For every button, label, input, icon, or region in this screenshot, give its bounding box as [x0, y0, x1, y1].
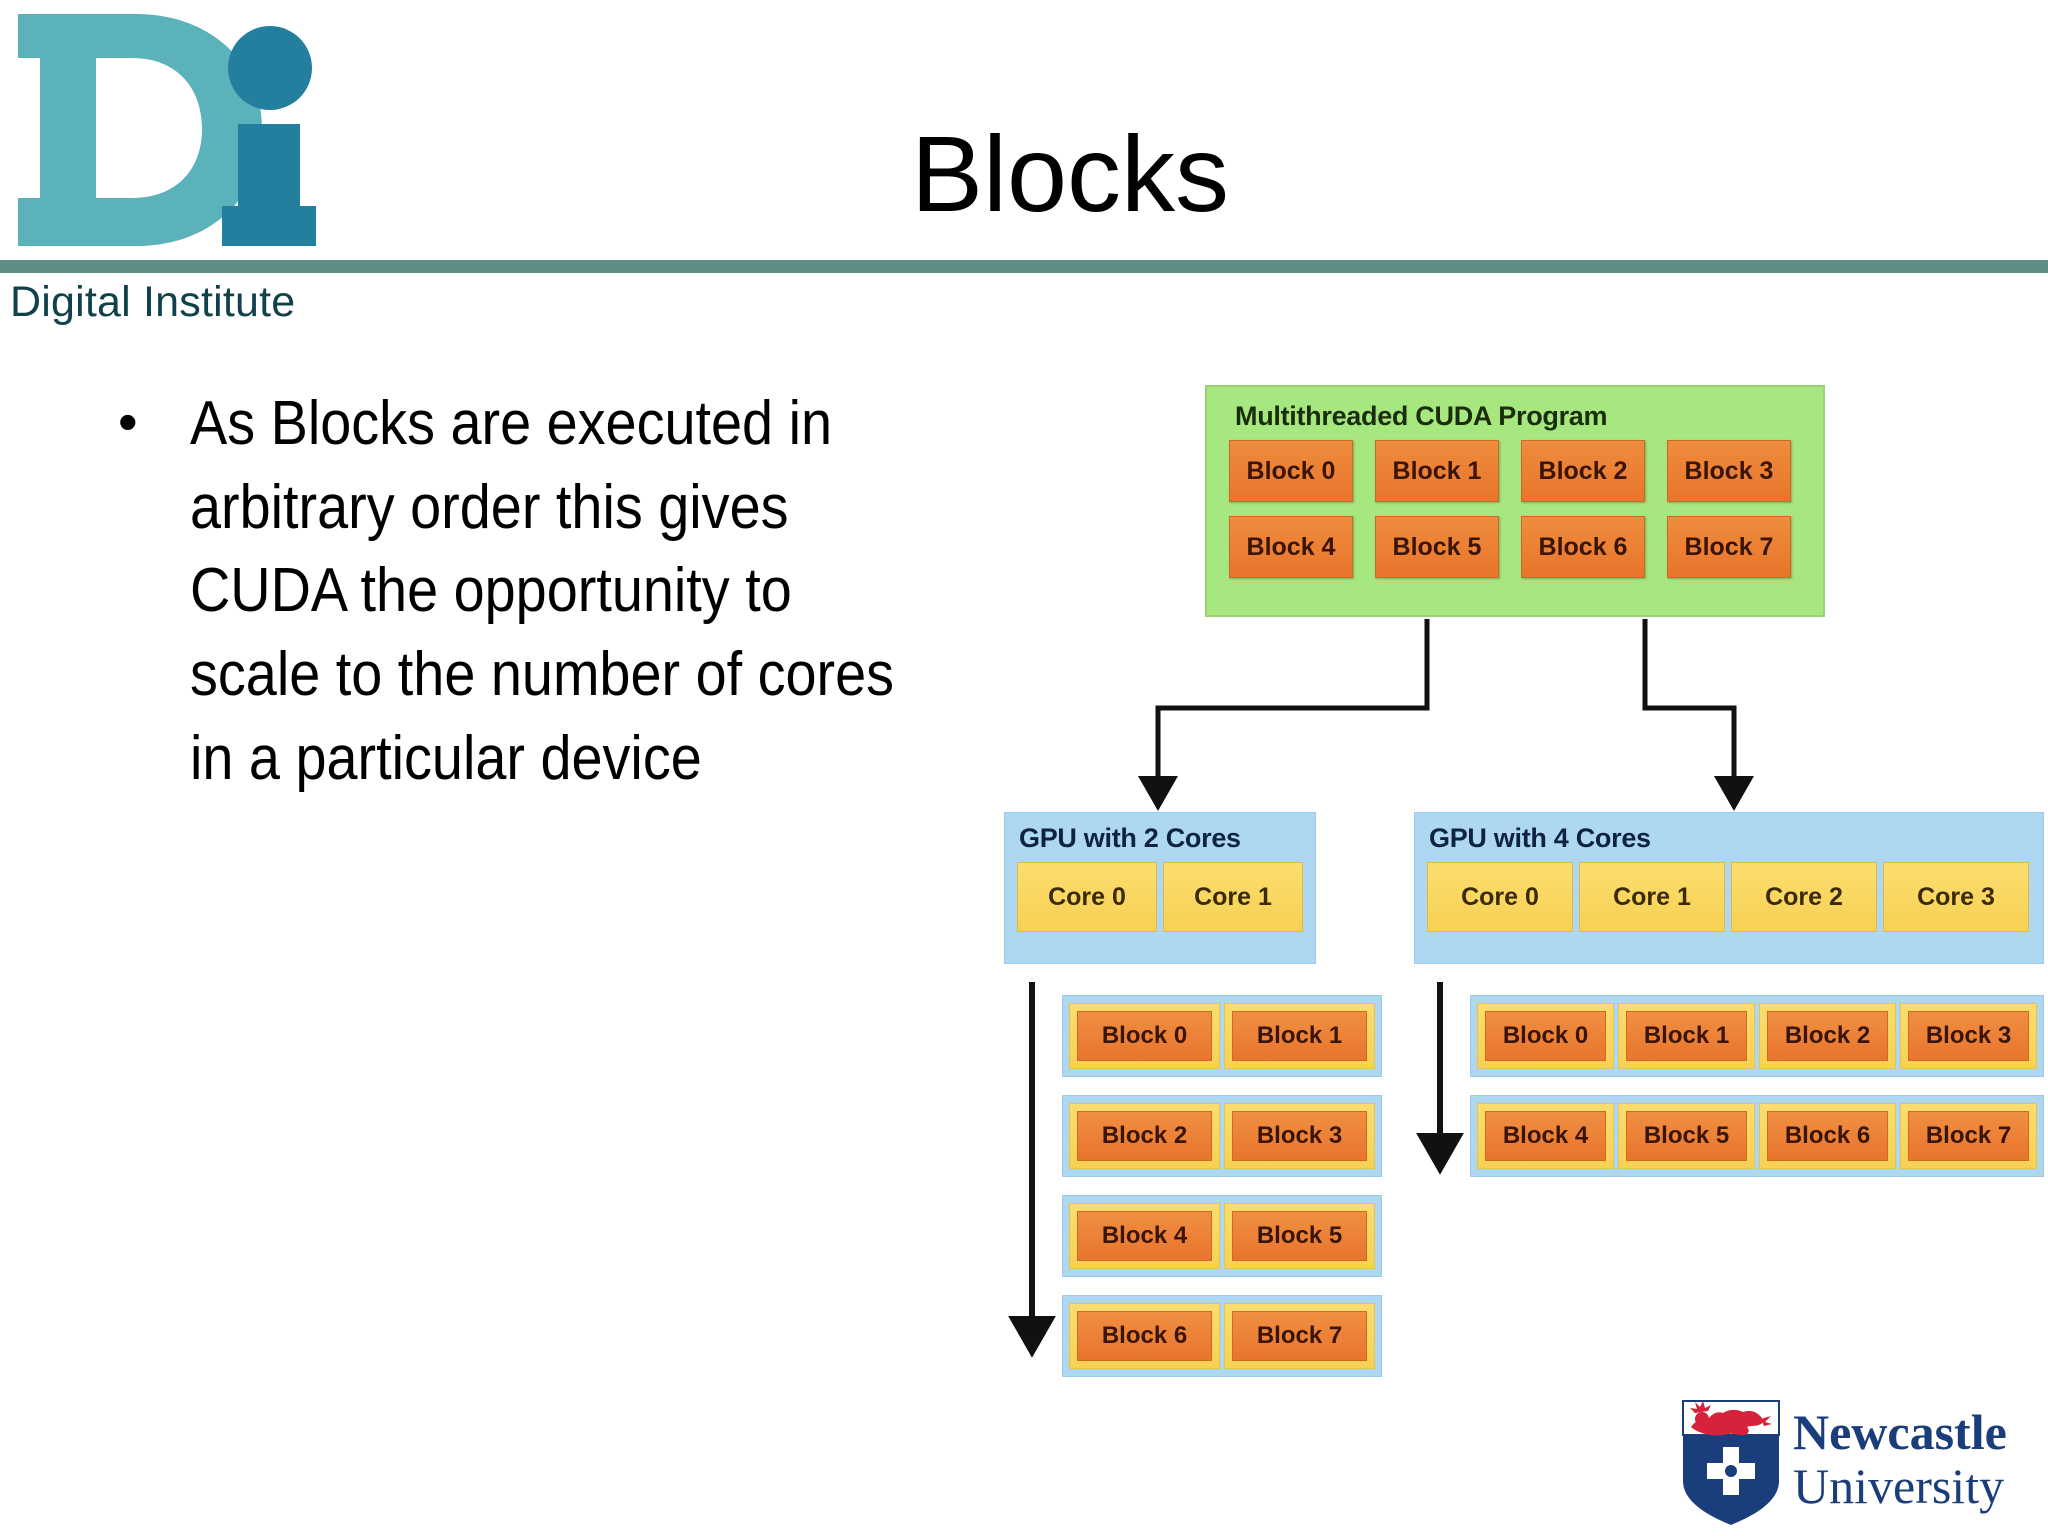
queue-block: Block 7: [1224, 1303, 1375, 1369]
program-block: Block 4: [1229, 516, 1353, 578]
queue-block: Block 1: [1224, 1003, 1375, 1069]
queue-block-label: Block 1: [1232, 1011, 1367, 1061]
queue-block-label: Block 5: [1232, 1211, 1367, 1261]
digital-institute-logo: [8, 6, 338, 261]
gpu4-queue-row: Block 0 Block 1 Block 2 Block 3: [1470, 995, 2044, 1077]
gpu-4-cores-panel: GPU with 4 Cores Core 0 Core 1 Core 2 Co…: [1414, 812, 2044, 964]
gpu-2-cores-title: GPU with 2 Cores: [1019, 823, 1241, 853]
queue-block: Block 4: [1069, 1203, 1220, 1269]
program-block: Block 7: [1667, 516, 1791, 578]
gpu-2-cores-panel: GPU with 2 Cores Core 0 Core 1: [1004, 812, 1316, 964]
newcastle-university-logo: Newcastle University: [1675, 1393, 2040, 1528]
queue-block: Block 2: [1069, 1103, 1220, 1169]
queue-block-label: Block 5: [1626, 1111, 1747, 1161]
gpu4-queue-row: Block 4 Block 5 Block 6 Block 7: [1470, 1095, 2044, 1177]
queue-block: Block 1: [1618, 1003, 1755, 1069]
queue-block: Block 4: [1477, 1103, 1614, 1169]
connector-to-gpu4-arrow: [1642, 619, 1754, 811]
page-title: Blocks: [910, 113, 1230, 234]
program-block: Block 0: [1229, 440, 1353, 502]
program-block: Block 1: [1375, 440, 1499, 502]
program-block: Block 3: [1667, 440, 1791, 502]
core-cell: Core 0: [1017, 862, 1157, 932]
connector-to-gpu2-arrow: [1138, 619, 1430, 811]
core-cell: Core 1: [1163, 862, 1303, 932]
bullet-text: As Blocks are executed in arbitrary orde…: [190, 389, 895, 793]
multithreaded-cuda-program-panel: Multithreaded CUDA Program Block 0 Block…: [1205, 385, 1825, 617]
gpu2-queue-row: Block 6 Block 7: [1062, 1295, 1382, 1377]
queue-block-label: Block 7: [1908, 1111, 2029, 1161]
queue-block-label: Block 6: [1767, 1111, 1888, 1161]
queue-block: Block 6: [1069, 1303, 1220, 1369]
gpu2-queue-row: Block 0 Block 1: [1062, 995, 1382, 1077]
institute-name-label: Digital Institute: [10, 278, 296, 326]
queue-block: Block 2: [1759, 1003, 1896, 1069]
queue-block: Block 0: [1477, 1003, 1614, 1069]
queue-block-label: Block 4: [1485, 1111, 1606, 1161]
cuda-scalability-diagram: Multithreaded CUDA Program Block 0 Block…: [990, 380, 2048, 1390]
program-block: Block 2: [1521, 440, 1645, 502]
gpu2-queue-row: Block 2 Block 3: [1062, 1095, 1382, 1177]
queue-block-label: Block 2: [1077, 1111, 1212, 1161]
queue-block-label: Block 4: [1077, 1211, 1212, 1261]
university-crest-icon: [1682, 1400, 1780, 1525]
queue-block: Block 5: [1224, 1203, 1375, 1269]
logo-letter-i-dot: [228, 26, 312, 110]
gpu-2-core-row: Core 0 Core 1: [1017, 862, 1305, 932]
queue-block-label: Block 0: [1077, 1011, 1212, 1061]
core-cell: Core 0: [1427, 862, 1573, 932]
queue-block-label: Block 0: [1485, 1011, 1606, 1061]
core-cell: Core 3: [1883, 862, 2029, 932]
gpu2-queue-row: Block 4 Block 5: [1062, 1195, 1382, 1277]
logo-letter-i-base: [222, 206, 316, 246]
queue-block-label: Block 3: [1908, 1011, 2029, 1061]
program-block-row: Block 0 Block 1 Block 2 Block 3: [1229, 440, 1801, 502]
program-block-row: Block 4 Block 5 Block 6 Block 7: [1229, 516, 1801, 578]
queue-block: Block 3: [1900, 1003, 2037, 1069]
logo-letter-d-shape: [18, 14, 262, 246]
queue-block: Block 6: [1759, 1103, 1896, 1169]
bullet-list: • As Blocks are executed in arbitrary or…: [118, 382, 988, 800]
queue-block: Block 7: [1900, 1103, 2037, 1169]
queue-block: Block 0: [1069, 1003, 1220, 1069]
university-wordmark-line2: University: [1793, 1458, 2004, 1514]
queue-block-label: Block 1: [1626, 1011, 1747, 1061]
gpu-4-core-row: Core 0 Core 1 Core 2 Core 3: [1427, 862, 2033, 932]
core-cell: Core 2: [1731, 862, 1877, 932]
queue-block-label: Block 2: [1767, 1011, 1888, 1061]
list-item: • As Blocks are executed in arbitrary or…: [118, 382, 988, 800]
university-wordmark-line1: Newcastle: [1793, 1404, 2007, 1460]
program-block: Block 6: [1521, 516, 1645, 578]
gpu-4-cores-title: GPU with 4 Cores: [1429, 823, 1651, 853]
queue-block-label: Block 7: [1232, 1311, 1367, 1361]
queue-block: Block 3: [1224, 1103, 1375, 1169]
core-cell: Core 1: [1579, 862, 1725, 932]
queue-block: Block 5: [1618, 1103, 1755, 1169]
program-block: Block 5: [1375, 516, 1499, 578]
queue-block-label: Block 3: [1232, 1111, 1367, 1161]
queue-block-label: Block 6: [1077, 1311, 1212, 1361]
bullet-marker-icon: •: [118, 390, 138, 453]
header-divider-rule: [0, 260, 2048, 273]
program-panel-title: Multithreaded CUDA Program: [1235, 401, 1608, 431]
